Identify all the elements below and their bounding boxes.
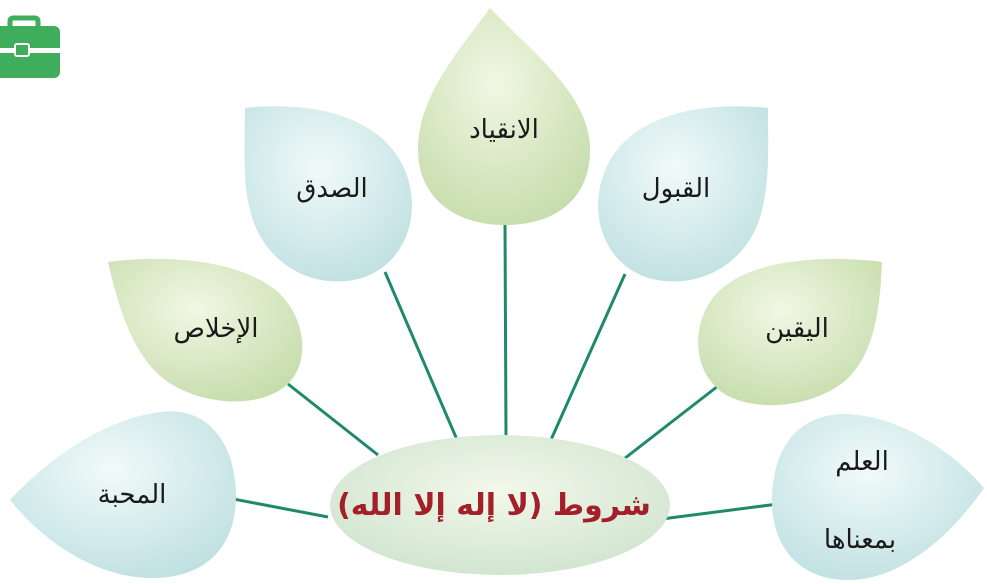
connector-yaqin (619, 384, 719, 464)
leaf-yaqin (698, 258, 882, 406)
leaf-ikhlas (108, 258, 303, 402)
connector-sidq (383, 271, 460, 443)
leaf-label-sidq: الصدق (296, 174, 368, 204)
connector-mahabba (227, 496, 329, 519)
center-ellipse (330, 435, 670, 575)
leaf-qabul (598, 106, 769, 282)
leaf-mahabba (10, 411, 236, 578)
leaf-label-mahabba: المحبة (98, 480, 167, 510)
leaf-label-ilm-line1: العلم (835, 447, 889, 477)
center-title: شروط (لا إله إلا الله) (337, 488, 651, 523)
connector-inqiyad (503, 221, 508, 441)
leaf-label-yaqin: اليقين (765, 314, 829, 344)
leaf-label-ilm-line2: بمعناها (824, 525, 896, 555)
leaf-label-inqiyad: الانقياد (469, 115, 539, 145)
connector-ilm (653, 502, 779, 522)
leaf-sidq (244, 106, 412, 282)
leaf-label-ikhlas: الإخلاص (173, 314, 258, 344)
leaf-inqiyad (418, 8, 590, 225)
connector-ikhlas (287, 382, 379, 457)
connectors (227, 221, 779, 522)
leaf-ilm (772, 414, 984, 580)
leaf-label-qabul: القبول (642, 174, 710, 204)
connector-qabul (548, 273, 627, 443)
briefcase-icon (0, 15, 60, 78)
